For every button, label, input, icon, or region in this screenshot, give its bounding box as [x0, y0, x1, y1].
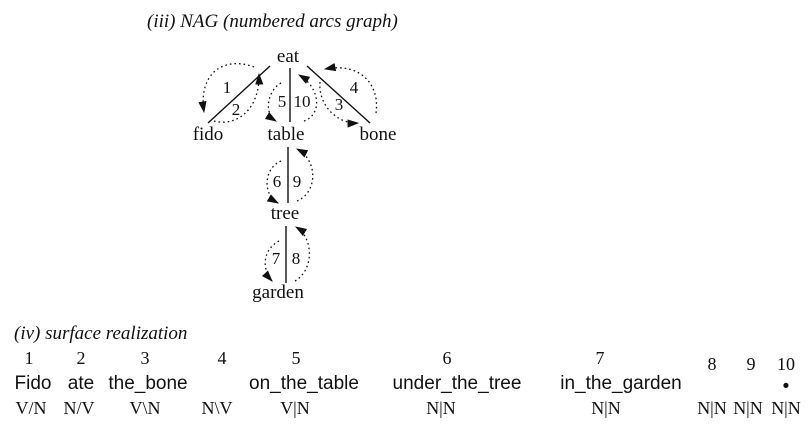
col-word-bullet: •	[783, 376, 790, 397]
arc-loop-garden-up	[294, 226, 310, 282]
arc-label-1: 1	[223, 78, 232, 97]
col-category: V\N	[130, 398, 161, 418]
arc-loop-bone-up	[323, 63, 378, 114]
arc-label-6: 6	[273, 172, 282, 191]
arc-label-3: 3	[335, 95, 344, 114]
nag-title: (iii) NAG (numbered arcs graph)	[147, 11, 398, 32]
arc-label-8: 8	[292, 249, 301, 268]
traversal-arcs	[198, 63, 378, 282]
arc-loop-bone-down	[319, 81, 360, 128]
node-tree: tree	[271, 203, 299, 224]
col-number: 10	[777, 354, 795, 374]
node-eat: eat	[277, 46, 300, 67]
col-number: 2	[77, 348, 86, 368]
col-word: the_bone	[108, 373, 187, 394]
graph-edges	[207, 65, 371, 283]
col-category: V|N	[280, 398, 310, 418]
arc-label-7: 7	[272, 249, 281, 268]
node-garden: garden	[252, 282, 304, 303]
col-number: 5	[292, 348, 301, 368]
col-category: N|N	[771, 398, 801, 418]
col-category: N|N	[733, 398, 763, 418]
col-number: 8	[708, 354, 717, 374]
col-number: 4	[218, 348, 227, 368]
arc-loop-tree-up	[295, 148, 314, 202]
node-table: table	[268, 124, 305, 145]
node-fido: fido	[193, 124, 224, 145]
col-word: under_the_tree	[393, 373, 522, 394]
col-category: N|N	[591, 398, 621, 418]
word-row: Fido ate the_bone on_the_table under_the…	[15, 373, 790, 397]
category-row: V/N N/V V\N N\V V|N N|N N|N N|N N|N N|N	[16, 398, 801, 418]
col-number: 7	[596, 348, 605, 368]
surface-realization-table: 1 2 3 4 5 6 7 8 9 10 Fido ate the_bone o…	[15, 348, 801, 418]
graph-nodes: eat fido table bone tree garden	[193, 46, 397, 303]
arc-loop-garden-down	[261, 240, 280, 282]
arc-label-10: 10	[294, 92, 311, 111]
col-word: Fido	[15, 373, 52, 394]
arc-label-2: 2	[232, 100, 241, 119]
edge-eat-bone	[306, 65, 371, 124]
col-category: N/V	[64, 398, 95, 418]
col-number: 3	[141, 348, 150, 368]
col-category: V/N	[16, 398, 47, 418]
number-row: 1 2 3 4 5 6 7 8 9 10	[25, 348, 796, 374]
col-category: N|N	[426, 398, 456, 418]
col-number: 6	[443, 348, 452, 368]
arc-loop-table-up	[297, 74, 318, 122]
arc-loop-fido-down	[198, 63, 255, 114]
col-category: N\V	[202, 398, 233, 418]
col-number: 9	[747, 354, 756, 374]
col-category: N|N	[697, 398, 727, 418]
col-word: in_the_garden	[560, 373, 682, 394]
col-word: on_the_table	[249, 373, 359, 394]
arc-numbers: 1 2 5 10 3 4 6 9 7 8	[223, 78, 359, 268]
node-bone: bone	[360, 124, 397, 145]
surface-title: (iv) surface realization	[14, 323, 187, 344]
col-number: 1	[25, 348, 34, 368]
arc-loop-tree-down	[266, 160, 282, 204]
arc-label-4: 4	[350, 78, 359, 97]
arc-label-9: 9	[293, 172, 302, 191]
arc-label-5: 5	[278, 92, 287, 111]
col-word: ate	[68, 373, 94, 394]
arc-loop-fido-up	[213, 72, 264, 123]
